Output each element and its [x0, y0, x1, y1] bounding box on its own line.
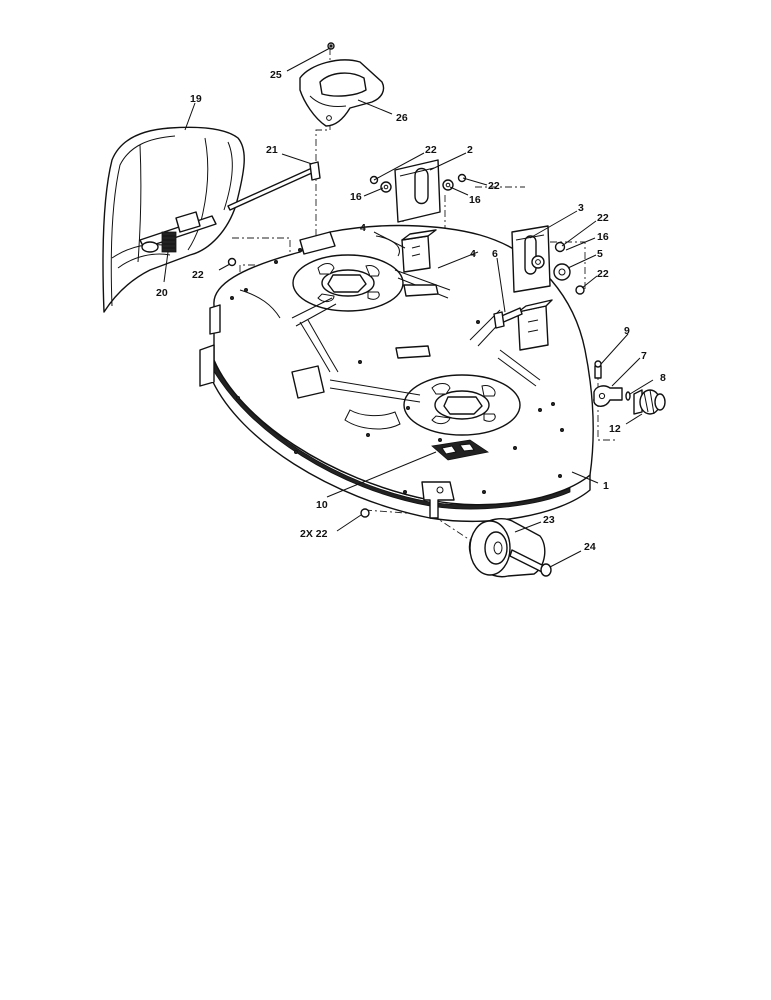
o-ring	[625, 391, 631, 401]
callout-16: 16	[469, 194, 481, 206]
deck-bracket-left	[401, 229, 437, 273]
callout-12: 12	[609, 423, 621, 435]
pulley-bracket	[511, 225, 551, 293]
callout-9: 9	[624, 325, 630, 337]
callout-20: 20	[156, 287, 168, 299]
elbow-fitting	[593, 385, 623, 407]
chute-spring	[161, 231, 177, 253]
callout-2x22: 2X 22	[300, 528, 328, 540]
callout-24: 24	[584, 541, 596, 553]
callout-8: 8	[660, 372, 666, 384]
chute-rod	[227, 161, 321, 211]
callout-25: 25	[270, 69, 282, 81]
callout-10: 10	[316, 499, 328, 511]
belt-cover	[299, 59, 385, 127]
washer-nut-left	[369, 175, 392, 193]
discharge-chute	[102, 126, 245, 313]
chute-nut	[227, 257, 237, 267]
washer-nut-right	[442, 173, 467, 191]
callout-16: 16	[350, 191, 362, 203]
hose-adapter	[633, 389, 666, 415]
callout-22: 22	[597, 212, 609, 224]
deck-bracket-right	[517, 299, 553, 351]
callout-4: 4	[470, 248, 476, 260]
bolt	[493, 307, 523, 329]
mower-deck-housing	[199, 224, 594, 523]
callout-3: 3	[578, 202, 584, 214]
callout-4: 4	[360, 222, 366, 234]
leader-lines	[163, 47, 654, 568]
callout-5: 5	[597, 248, 603, 260]
wheel-nut	[360, 508, 370, 518]
idler-bracket	[394, 159, 441, 223]
callout-22: 22	[597, 268, 609, 280]
callout-labels: 25 26 19 21 22 2 16 22 16 4 3 22 16 5 22…	[156, 69, 666, 553]
callout-23: 23	[543, 514, 555, 526]
callout-21: 21	[266, 144, 278, 156]
callout-19: 19	[190, 93, 202, 105]
cover-screw	[327, 42, 335, 50]
callout-22: 22	[192, 269, 204, 281]
callout-1: 1	[603, 480, 609, 492]
callout-26: 26	[396, 112, 408, 124]
callout-7: 7	[641, 350, 647, 362]
deck-rivets	[229, 247, 565, 494]
callout-6: 6	[492, 248, 498, 260]
fitting-screw	[594, 360, 602, 379]
wheel-bolt	[509, 549, 552, 577]
pulley-washer-nut	[553, 241, 585, 295]
callout-22: 22	[425, 144, 437, 156]
callout-16: 16	[597, 231, 609, 243]
callout-2: 2	[467, 144, 473, 156]
callout-22: 22	[488, 180, 500, 192]
